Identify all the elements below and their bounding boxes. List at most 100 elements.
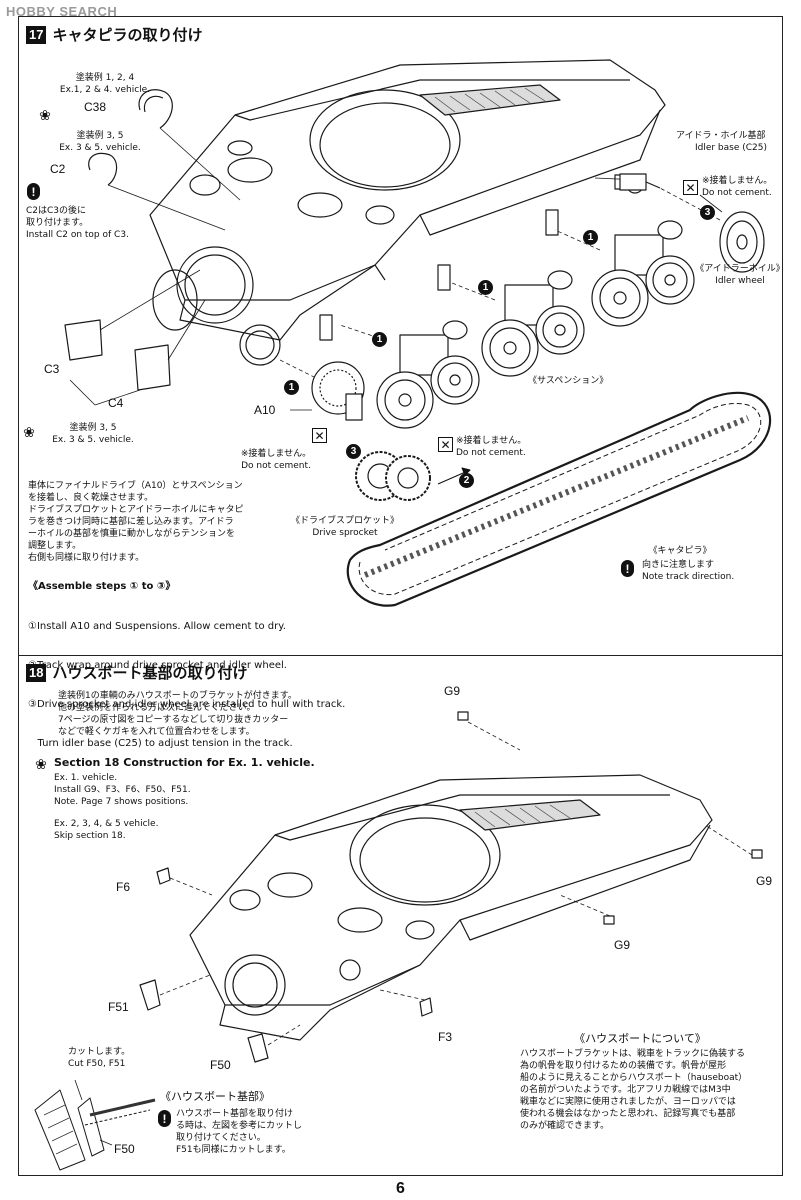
instruction-line: を接着し、良く乾燥させます。	[28, 493, 154, 503]
paint-note-b-en: Ex. 3 & 5. vehicle.	[59, 143, 141, 153]
en-line: Ex. 1. vehicle.	[54, 773, 118, 783]
note-line: ハウスボート基部を取り付け	[176, 1109, 294, 1119]
caution-icon: !	[158, 1110, 171, 1127]
step-marker-2: 2	[459, 473, 474, 488]
c2-note-jp-1: C2はC3の後に	[26, 206, 87, 216]
part-c4	[134, 344, 171, 391]
track-note-en: Note track direction.	[642, 572, 735, 582]
no-cement-icon: ✕	[312, 428, 327, 443]
sprocket-label: 《ドライブスプロケット》 Drive sprocket	[280, 515, 410, 539]
part-g9-b	[751, 849, 763, 859]
paint-note-b: 塗装例 3, 5 Ex. 3 & 5. vehicle.	[40, 130, 160, 154]
idler-base-jp: アイドラ・ホイル基部	[676, 131, 766, 141]
cut-note: カットします。 Cut F50, F51	[68, 1046, 158, 1070]
label-c38: C38	[84, 100, 107, 114]
houseboat-base-title: 《ハウスボート基部》	[160, 1090, 270, 1103]
no-cement-jp: ※接着しません。	[702, 176, 773, 186]
part-c38	[138, 89, 173, 129]
part-f51	[139, 979, 161, 1011]
part-f6	[156, 867, 171, 885]
note-line: 取り付けてください。	[176, 1133, 266, 1143]
about-line: 船のように見えることからハウスボート（hauseboat）	[520, 1073, 748, 1083]
label-a10: A10	[254, 403, 276, 417]
instructions-jp: 車体にファイナルドライブ（A10）とサスペンション を接着し、良く乾燥させます。…	[28, 480, 278, 564]
suspension-label: 《サスペンション》	[528, 376, 609, 386]
no-cement-icon: ✕	[683, 180, 698, 195]
section-18-heading: 18 ハウスボート基部の取り付け	[26, 662, 247, 683]
caution-icon: !	[621, 560, 634, 577]
label-g9: G9	[614, 938, 631, 952]
about-line: 使われる機会はなかったと思われ、記録写真でも基部	[520, 1109, 736, 1119]
idler-wheel-label: 《アイドラーホイル》 Idler wheel	[694, 263, 786, 287]
instruction-line: ドライブスプロケットとアイドラーホイルにキャタピ	[28, 505, 244, 515]
hull-illustration-17	[149, 59, 666, 366]
note-line: る時は、左図を参考にカットし	[176, 1121, 303, 1131]
about-line: の名前がついたようです。北アフリカ戦線ではM3中	[520, 1085, 731, 1095]
track-label: 《キャタピラ》	[648, 546, 712, 556]
paint-note-c-en: Ex. 3 & 5. vehicle.	[52, 435, 134, 445]
suspension-bogie-1	[376, 320, 480, 429]
idler-base-en: Idler base (C25)	[694, 143, 768, 153]
c2-note: C2はC3の後に 取り付けます。 Install C2 on top of C3…	[26, 205, 176, 241]
no-cement-en: Do not cement.	[241, 461, 311, 471]
paint-example-icon: ❀	[39, 108, 51, 124]
suspension-bogie-3	[591, 220, 695, 327]
label-f6: F6	[116, 880, 131, 894]
label-g9: G9	[444, 684, 461, 698]
instruction-line: 車体にファイナルドライブ（A10）とサスペンション	[28, 481, 243, 491]
part-a10	[311, 361, 365, 421]
no-cement-note-2: ※接着しません。 Do not cement.	[236, 448, 316, 472]
part-g9-c	[603, 915, 615, 925]
step-marker-1: 1	[372, 332, 387, 347]
section-18-number: 18	[26, 663, 47, 682]
paint-note-a-en: Ex.1, 2 & 4. vehicle.	[59, 85, 151, 95]
idler-wheel-en: Idler wheel	[715, 276, 765, 286]
paint-note-b-jp: 塗装例 3, 5	[76, 131, 124, 141]
label-f3: F3	[438, 1030, 453, 1044]
step-marker-1: 1	[583, 230, 598, 245]
caution-icon: !	[27, 183, 40, 200]
idler-wheel	[719, 211, 765, 273]
instruction-line: ラを巻きつけ同時に基部に差し込みます。アイドラ	[28, 517, 234, 527]
en-line: Install G9、F3、F6、F50、F51.	[54, 785, 191, 795]
label-g9: G9	[756, 874, 773, 888]
track-note-jp: 向きに注意します	[642, 560, 715, 570]
skip-note: Ex. 2, 3, 4, & 5 vehicle. Skip section 1…	[54, 818, 254, 842]
instruction-line: ーホイルの基部を慎重に動かしながらテンションを	[28, 529, 236, 539]
section-17-heading: 17 キャタピラの取り付け	[26, 24, 202, 45]
watermark: HOBBY SEARCH	[6, 4, 118, 19]
skip-line: Ex. 2, 3, 4, & 5 vehicle.	[54, 819, 159, 829]
label-f51: F51	[108, 1000, 129, 1014]
no-cement-en: Do not cement.	[702, 188, 772, 198]
cut-note-en: Cut F50, F51	[68, 1059, 126, 1069]
about-line: 戦車などに実際に使用されましたが、ヨーロッパでは	[520, 1097, 736, 1107]
no-cement-note-1: ※接着しません。 Do not cement.	[702, 175, 772, 199]
intro-line: 塗装例1の車輌のみハウスボートのブラケットが付きます。	[58, 691, 297, 701]
section-17-title: キャタピラの取り付け	[52, 26, 203, 44]
assemble-steps-title: 《Assemble steps ① to ③》	[28, 581, 176, 592]
suspension-bogie-2	[481, 270, 585, 377]
about-line: 為の帆骨を取り付けるための装備です。帆骨が屋形	[520, 1061, 727, 1071]
section-18-title: ハウスボート基部の取り付け	[52, 664, 248, 682]
drive-sprocket	[355, 451, 431, 501]
c2-note-jp-2: 取り付けます。	[26, 218, 89, 228]
part-g9-a	[457, 711, 469, 721]
about-houseboat-text: ハウスボートブラケットは、戦車をトラックに偽装する 為の帆骨を取り付けるための装…	[520, 1048, 780, 1132]
section-18-en-lines: Ex. 1. vehicle. Install G9、F3、F6、F50、F51…	[54, 772, 274, 808]
c2-note-en: Install C2 on top of C3.	[26, 230, 129, 240]
idler-base	[619, 173, 661, 191]
sprocket-en: Drive sprocket	[312, 528, 378, 538]
page-number: 6	[396, 1180, 405, 1197]
no-cement-note-3: ※接着しません。 Do not cement.	[456, 435, 526, 459]
cut-note-jp: カットします。	[68, 1047, 131, 1057]
section-divider	[18, 655, 783, 656]
paint-note-c: 塗装例 3, 5 Ex. 3 & 5. vehicle.	[38, 422, 148, 446]
no-cement-icon: ✕	[438, 437, 453, 452]
intro-line: 7ページの原寸図をコピーするなどして切り抜きカッター	[58, 715, 289, 725]
track-note: 向きに注意します Note track direction.	[642, 559, 734, 583]
en-line: Note. Page 7 shows positions.	[54, 797, 189, 807]
no-cement-en: Do not cement.	[456, 448, 526, 458]
cut-diagram	[34, 1079, 156, 1171]
label-c2: C2	[50, 162, 66, 176]
